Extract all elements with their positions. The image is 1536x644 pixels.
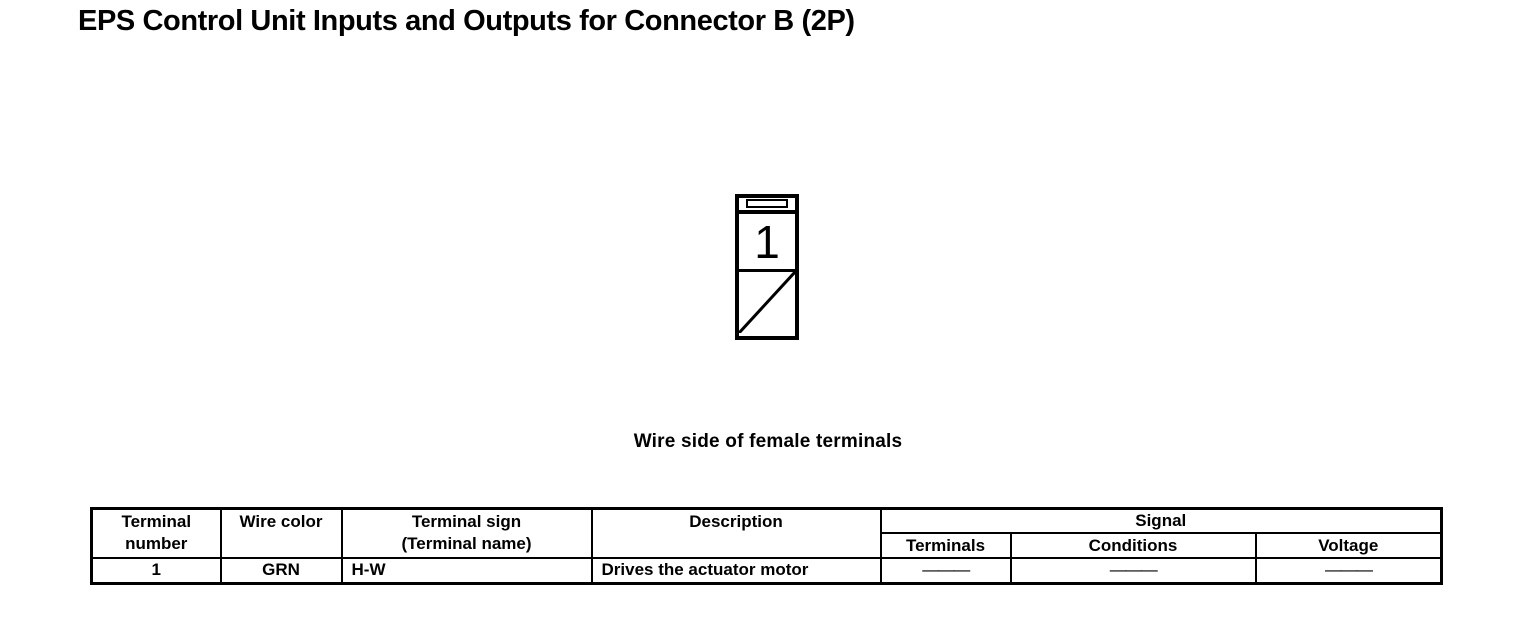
col-header-signal-voltage: Voltage bbox=[1254, 532, 1443, 559]
cell-wire-color: GRN bbox=[219, 557, 343, 584]
connector-latch-tab bbox=[746, 199, 788, 208]
cell-signal-conditions: ——— bbox=[1009, 557, 1257, 584]
connector-diagram: 1 bbox=[735, 194, 799, 340]
col-header-wire-color: Wire color bbox=[219, 507, 343, 559]
cell-terminal-number: 1 bbox=[90, 557, 222, 584]
col-header-signal: Signal bbox=[879, 507, 1443, 534]
col-header-description: Description bbox=[590, 507, 882, 559]
cell-signal-terminals: ——— bbox=[879, 557, 1012, 584]
inputs-outputs-table: Terminal number Wire color Terminal sign… bbox=[90, 507, 1444, 585]
table-header-row-2: Terminals Conditions Voltage bbox=[92, 532, 1443, 559]
diagonal-slash-icon bbox=[739, 272, 795, 333]
col-header-terminal-number: Terminal number bbox=[90, 507, 222, 559]
col-header-signal-terminals: Terminals bbox=[879, 532, 1012, 559]
table-header-row-1: Terminal number Wire color Terminal sign… bbox=[90, 507, 1443, 559]
cell-description: Drives the actuator motor bbox=[590, 557, 882, 584]
connector-unused-cavity-cell bbox=[739, 272, 795, 333]
col-header-terminal-sign: Terminal sign (Terminal name) bbox=[340, 507, 593, 559]
connector-latch bbox=[739, 198, 795, 214]
page-title: EPS Control Unit Inputs and Outputs for … bbox=[78, 5, 855, 37]
table-row: 1 GRN H-W Drives the actuator motor ——— … bbox=[90, 557, 1443, 584]
cell-terminal-sign: H-W bbox=[340, 557, 593, 584]
cell-signal-voltage: ——— bbox=[1254, 557, 1443, 584]
connector-caption: Wire side of female terminals bbox=[633, 431, 903, 452]
connector-terminal-1-cell: 1 bbox=[739, 214, 795, 272]
terminal-number-label: 1 bbox=[754, 215, 780, 268]
col-header-signal-conditions: Conditions bbox=[1009, 532, 1257, 559]
